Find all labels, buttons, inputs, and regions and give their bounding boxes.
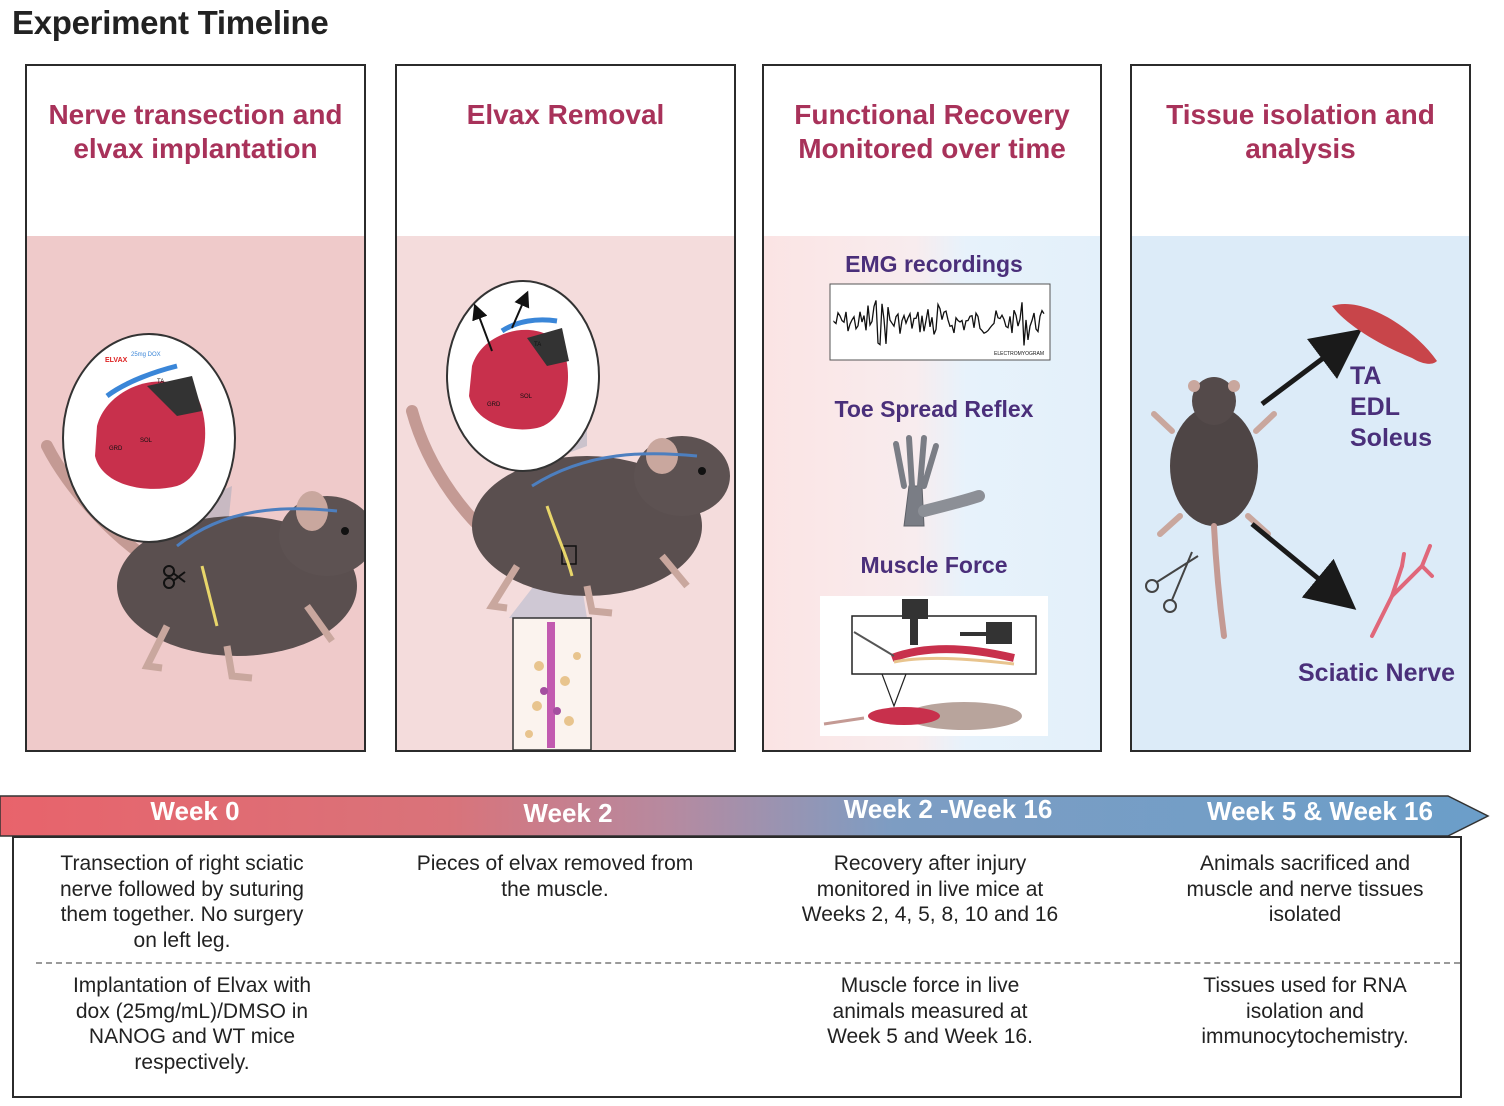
toe-spread-label: Toe Spread Reflex — [834, 396, 1034, 422]
desc-line: immunocytochemistry. — [1201, 1025, 1409, 1048]
paw-icon — [893, 435, 985, 527]
scissors-icon — [163, 565, 186, 589]
panel-functional-recovery: Functional Recovery Monitored over time … — [762, 64, 1102, 752]
panel-elvax-removal: Elvax Removal TA SOL GRD — [395, 64, 736, 752]
dox-label: 25mg DOX — [131, 352, 161, 358]
arrow-icon — [1250, 522, 1357, 610]
muscle-cross-section-icon: TA SOL GRD — [446, 280, 600, 472]
grd-label: GRD — [109, 446, 123, 452]
mouse-icon — [1151, 377, 1277, 639]
timeline-arrow — [0, 795, 1490, 837]
panel-title-line-1: Elvax Removal — [466, 99, 665, 130]
mouse-surgery-illustration: ELVAX 25mg DOX TA SOL GRD — [41, 333, 364, 682]
week-label-0: Week 0 — [150, 796, 240, 826]
desc-line: isolated — [1268, 903, 1342, 926]
desc-line: Weeks 2, 4, 5, 8, 10 and 16 — [801, 903, 1059, 926]
mouse-icon — [117, 491, 364, 682]
desc-line: respectively. — [134, 1050, 250, 1074]
desc-line: dox (25mg/mL)/DMSO in — [75, 999, 309, 1023]
description-week-2: Pieces of elvax removed from the muscle. — [395, 851, 715, 902]
divider — [36, 962, 1460, 964]
description-week-5-16: Animals sacrificed and muscle and nerve … — [1160, 851, 1450, 928]
panel-title-line-1: Tissue isolation and — [1166, 99, 1435, 130]
desc-line: them together. No surgery — [60, 903, 304, 926]
desc-line: Pieces of elvax removed from — [416, 852, 694, 875]
sciatic-nerve-label: Sciatic Nerve — [1298, 659, 1456, 687]
desc-line: muscle and nerve tissues — [1186, 877, 1424, 901]
panel-title: Tissue isolation and analysis — [1132, 98, 1469, 166]
grd-label: GRD — [487, 402, 501, 408]
desc-line: on left leg. — [133, 928, 231, 952]
desc-line: monitored in live mice at — [816, 877, 1044, 901]
desc-line: the muscle. — [501, 877, 609, 901]
muscle-cross-section-icon: ELVAX 25mg DOX TA SOL GRD — [62, 333, 236, 543]
panel-title: Functional Recovery Monitored over time — [764, 98, 1100, 166]
emg-trace-icon: ELECTROMYOGRAM — [829, 283, 1051, 361]
description-implantation: Implantation of Elvax with dox (25mg/mL)… — [42, 973, 342, 1075]
week-label-2: Week 2 — [523, 798, 613, 828]
emg-caption: ELECTROMYOGRAM — [994, 351, 1044, 357]
sol-label: SOL — [140, 438, 153, 444]
panel-title-line-1: Nerve transection and — [48, 99, 343, 130]
description-week-2-16: Recovery after injury monitored in live … — [780, 851, 1080, 928]
desc-line: isolation and — [1246, 999, 1364, 1023]
desc-line: Muscle force in live — [840, 974, 1020, 997]
panel-title-line-2: Monitored over time — [798, 133, 1066, 164]
desc-line: Recovery after injury — [833, 852, 1027, 875]
tissue-isolation-illustration — [1145, 304, 1437, 639]
arrow-icon — [1260, 329, 1362, 406]
sol-label: SOL — [520, 394, 533, 400]
force-rig-icon — [820, 596, 1048, 736]
tissue-closeup-icon — [512, 617, 592, 750]
descriptions-box — [12, 836, 1462, 1098]
panel-title-line-2: elvax implantation — [73, 133, 318, 164]
elvax-label: ELVAX — [105, 357, 128, 364]
panel-nerve-transection: Nerve transection and elvax implantation — [25, 64, 366, 752]
muscle-force-label: Muscle Force — [860, 552, 1008, 578]
desc-line: Tissues used for RNA — [1203, 974, 1407, 997]
desc-line: Implantation of Elvax with — [72, 974, 312, 997]
desc-line: Transection of right sciatic — [60, 852, 304, 875]
description-muscle-force: Muscle force in live animals measured at… — [780, 973, 1080, 1050]
nerve-icon — [1370, 544, 1434, 638]
page-title: Experiment Timeline — [12, 4, 329, 41]
desc-line: nerve followed by suturing — [60, 877, 304, 901]
panel-title-line-1: Functional Recovery — [794, 99, 1070, 130]
emg-label: EMG recordings — [845, 251, 1023, 277]
muscle-label-soleus: Soleus — [1350, 424, 1432, 452]
description-week-0: Transection of right sciatic nerve follo… — [32, 851, 332, 953]
desc-line: Animals sacrificed and — [1199, 852, 1411, 875]
panel-title: Elvax Removal — [397, 98, 734, 132]
panel-tissue-isolation: Tissue isolation and analysis TA EDL Sol… — [1130, 64, 1471, 752]
desc-line: animals measured at — [832, 999, 1028, 1023]
scissors-icon — [1145, 551, 1199, 613]
week-label-2-16: Week 2 -Week 16 — [843, 794, 1053, 824]
panel-title: Nerve transection and elvax implantation — [27, 98, 364, 166]
ta-label: TA — [534, 342, 541, 348]
mouse-icon — [472, 436, 730, 617]
muscle-icon — [1332, 304, 1437, 364]
week-label-5-16: Week 5 & Week 16 — [1207, 796, 1433, 826]
muscle-label-edl: EDL — [1350, 393, 1400, 421]
ta-label: TA — [157, 379, 164, 385]
desc-line: NANOG and WT mice — [88, 1025, 296, 1048]
elvax-removal-illustration: TA SOL GRD — [406, 280, 730, 750]
desc-line: Week 5 and Week 16. — [827, 1025, 1033, 1048]
description-tissues: Tissues used for RNA isolation and immun… — [1160, 973, 1450, 1050]
panel-title-line-2: analysis — [1245, 133, 1356, 164]
functional-recovery-illustration: ELECTROMYOGRAM — [820, 283, 1051, 736]
